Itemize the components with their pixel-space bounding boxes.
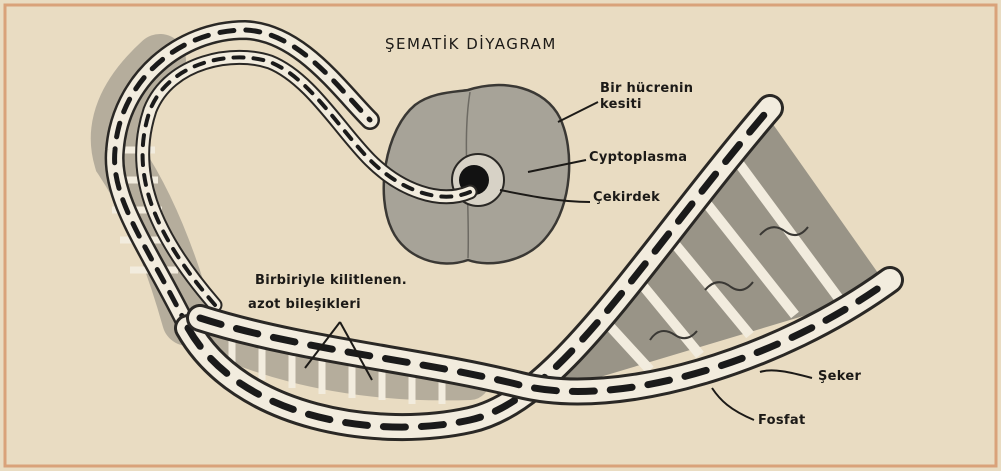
sugar-label: Şeker: [818, 369, 861, 385]
nucleus-label: Çekirdek: [593, 190, 660, 206]
cell-section: [384, 85, 569, 263]
cell-section-label-line2: kesiti: [600, 97, 642, 113]
cytoplasm-label: Cyptoplasma: [589, 150, 687, 166]
leader-cell-section: [558, 102, 598, 122]
nitrogen-compounds-label-line2: azot bileşikleri: [248, 297, 361, 313]
diagram-title: ŞEMATİK DİYAGRAM: [385, 36, 557, 52]
leader-sugar: [760, 370, 812, 378]
leader-phosphate: [712, 388, 754, 420]
cell-section-label: Bir hücrenin: [600, 81, 693, 97]
phosphate-label: Fosfat: [758, 413, 805, 429]
nitrogen-compounds-label: Birbiriyle kilitlenen.: [255, 273, 407, 289]
